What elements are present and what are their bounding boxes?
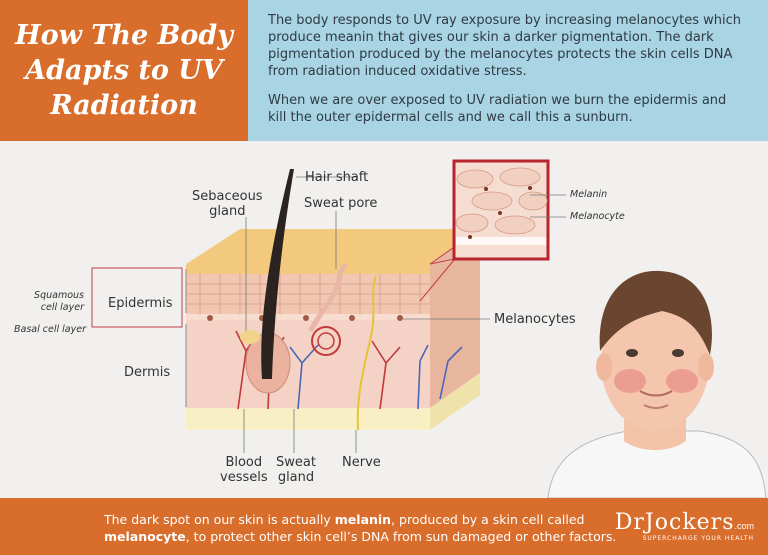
label-dermis: Dermis [124,365,171,380]
label-sweat-pore: Sweat pore [304,196,378,211]
intro-paragraph-2: When we are over exposed to UV radiation… [268,93,727,125]
label-melanocyte: Melanocyte [570,211,625,222]
footer-bold-melanocyte: melanocyte [104,529,186,544]
footer-bold-melanin: melanin [334,512,392,527]
fat-layer [186,408,430,430]
skin-surface [186,229,480,264]
intro-paragraph-1: The body responds to UV ray exposure by … [268,13,742,79]
dermis-layer [186,320,430,408]
footer-bar: The dark spot on our skin is actually me… [0,498,768,555]
hair-shaft [261,169,294,379]
boy-hair [599,270,712,355]
sweat-gland-coil [311,326,341,356]
boy-illustration [547,270,767,498]
label-melanocytes: Melanocytes [494,312,576,327]
label-sweat-gland: Sweat gland [276,455,316,485]
logo-com: .com [734,521,754,531]
skin-diagram [91,159,767,498]
intro-panel: The body responds to UV ray exposure by … [248,0,768,141]
brand-logo[interactable]: DrJockers.com SUPERCHARGE YOUR HEALTH [614,510,754,543]
footer-text: The dark spot on our skin is actually me… [104,511,624,545]
sweat-duct [307,262,349,333]
page-title: How The Body Adapts to UV Radiation [15,20,233,121]
logo-wordmark: DrJockers [614,510,735,535]
veins [289,344,463,410]
label-sebaceous-gland: Sebaceous gland [192,189,263,219]
label-nerve: Nerve [342,455,381,470]
stratum-corneum [186,264,430,274]
boy-face [601,295,709,431]
leader-lines [243,176,566,453]
logo-tagline: SUPERCHARGE YOUR HEALTH [642,535,754,542]
label-basal-cell-layer: Basal cell layer [14,324,86,335]
footer-text-part2: , produced by a skin cell called [391,512,585,527]
label-melanin: Melanin [570,189,608,200]
label-hair-shaft: Hair shaft [305,170,369,185]
title-panel: How The Body Adapts to UV Radiation [0,0,248,141]
epidermis-cells [186,274,430,314]
nerve-fiber [356,275,377,431]
fat-side-face [430,373,480,430]
label-blood-vessels: Blood vessels [220,455,268,485]
footer-text-part1: The dark spot on our skin is actually [104,512,335,527]
illustration-area: Hair shaft Sebaceous gland Sweat pore Sq… [0,141,768,498]
label-squamous-cell-layer: Squamous cell layer [34,290,84,313]
zoom-cells [455,167,548,235]
label-epidermis: Epidermis [108,296,173,311]
sebaceous-gland [240,330,260,344]
footer-text-part3: , to protect other skin cell’s DNA from … [185,529,617,544]
melanocyte-dots [207,315,403,321]
